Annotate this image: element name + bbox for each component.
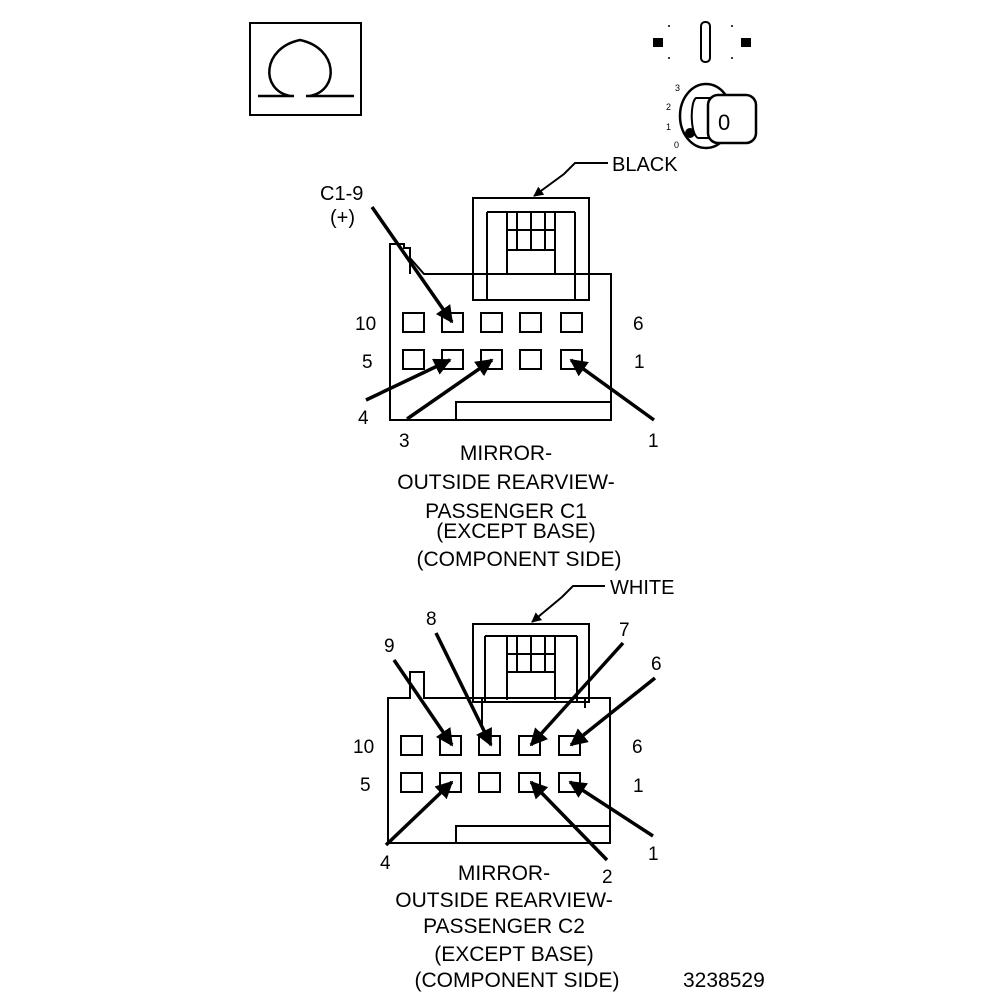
c1-row-label-5: 5 xyxy=(362,352,373,373)
c2-color-label: WHITE xyxy=(610,577,674,599)
c1-color-label: BLACK xyxy=(612,154,678,176)
c1-callout-1: 1 xyxy=(648,431,659,452)
c1-row-label-6: 6 xyxy=(633,314,644,335)
c1-cavity-10 xyxy=(402,312,425,333)
connector-c1: BLACK xyxy=(320,154,678,571)
c1-callout-arrow-1 xyxy=(569,358,656,422)
c2-latch xyxy=(472,623,590,703)
c1-callout-polarity: (+) xyxy=(330,207,355,229)
svg-text:(COMPONENT SIDE): (COMPONENT SIDE) xyxy=(415,969,620,992)
c1-callout-arrow-4 xyxy=(365,358,452,402)
c2-row-label-5: 5 xyxy=(360,775,371,796)
key-position-2: 2 xyxy=(666,102,671,112)
key-position-0: 0 xyxy=(674,140,679,150)
c1-cavity-8 xyxy=(480,312,503,333)
c1-cavity-5 xyxy=(402,349,425,370)
c2-bottom-row xyxy=(400,772,581,793)
c2-callout-4: 4 xyxy=(380,853,391,874)
c2-callout-8: 8 xyxy=(426,609,437,630)
c1-row-label-1: 1 xyxy=(634,352,645,373)
c2-callout-arrow-8 xyxy=(434,632,493,747)
c1-color-leader xyxy=(533,162,608,197)
c1-cavity-9 xyxy=(441,312,464,333)
c2-callout-9: 9 xyxy=(384,636,395,657)
c2-housing xyxy=(387,671,611,844)
svg-text:PASSENGER C2: PASSENGER C2 xyxy=(423,915,585,938)
connector-c2: WHITE xyxy=(353,577,674,992)
svg-text:(EXCEPT BASE): (EXCEPT BASE) xyxy=(436,520,596,543)
c2-row-label-1: 1 xyxy=(633,776,644,797)
c2-top-row xyxy=(400,735,581,756)
c1-cavity-4 xyxy=(441,349,464,370)
svg-text:OUTSIDE REARVIEW-: OUTSIDE REARVIEW- xyxy=(397,471,614,494)
svg-text:(EXCEPT BASE): (EXCEPT BASE) xyxy=(434,943,594,966)
c2-callout-arrow-1 xyxy=(568,780,654,838)
c2-callout-7: 7 xyxy=(619,620,630,641)
svg-text:OUTSIDE REARVIEW-: OUTSIDE REARVIEW- xyxy=(395,889,612,912)
c1-top-row xyxy=(402,312,583,333)
c2-callout-1: 1 xyxy=(648,844,659,865)
svg-text:MIRROR-: MIRROR- xyxy=(460,442,552,465)
svg-text:PASSENGER C1: PASSENGER C1 xyxy=(425,500,587,523)
c2-row-label-10: 10 xyxy=(353,737,374,758)
c1-caption: MIRROR- OUTSIDE REARVIEW- PASSENGER C1 (… xyxy=(397,442,621,571)
svg-text:(COMPONENT SIDE): (COMPONENT SIDE) xyxy=(417,548,622,571)
c1-callout-arrow-3 xyxy=(406,358,494,421)
c1-cavity-2 xyxy=(519,349,542,370)
c1-bottom-row xyxy=(402,349,583,370)
c1-callout-arrow-9 xyxy=(370,206,454,324)
c2-color-leader xyxy=(531,585,605,623)
c1-callout-4: 4 xyxy=(358,408,369,429)
key-label: 0 xyxy=(718,110,730,135)
c2-callout-6: 6 xyxy=(651,654,662,675)
ignition-key-icon: 3 2 1 0 0 xyxy=(653,21,758,150)
c1-cavity-6 xyxy=(560,312,583,333)
figure-number: 3238529 xyxy=(683,969,765,992)
c1-row-label-10: 10 xyxy=(355,314,376,335)
c1-cavity-7 xyxy=(519,312,542,333)
key-position-3: 3 xyxy=(675,83,680,93)
c2-callout-arrow-2 xyxy=(529,780,609,862)
c2-callout-arrow-9 xyxy=(392,659,454,747)
c2-cavity-1 xyxy=(558,772,581,793)
c1-latch xyxy=(472,197,590,301)
c2-cavity-3 xyxy=(478,772,501,793)
c2-callout-arrow-6 xyxy=(569,676,657,747)
svg-text:MIRROR-: MIRROR- xyxy=(458,862,550,885)
c2-callout-arrow-7 xyxy=(529,641,625,747)
c2-callout-arrow-4 xyxy=(384,780,454,847)
c2-row-label-6: 6 xyxy=(632,737,643,758)
c2-caption: MIRROR- OUTSIDE REARVIEW- PASSENGER C2 (… xyxy=(395,862,619,992)
c1-callout-pin: C1-9 xyxy=(320,183,363,205)
c2-callout-2: 2 xyxy=(602,867,613,888)
c2-cavity-10 xyxy=(400,735,423,756)
c2-cavity-5 xyxy=(400,772,423,793)
ohmmeter-icon xyxy=(249,22,362,116)
key-position-1: 1 xyxy=(666,122,671,132)
c1-callout-3: 3 xyxy=(399,431,410,452)
